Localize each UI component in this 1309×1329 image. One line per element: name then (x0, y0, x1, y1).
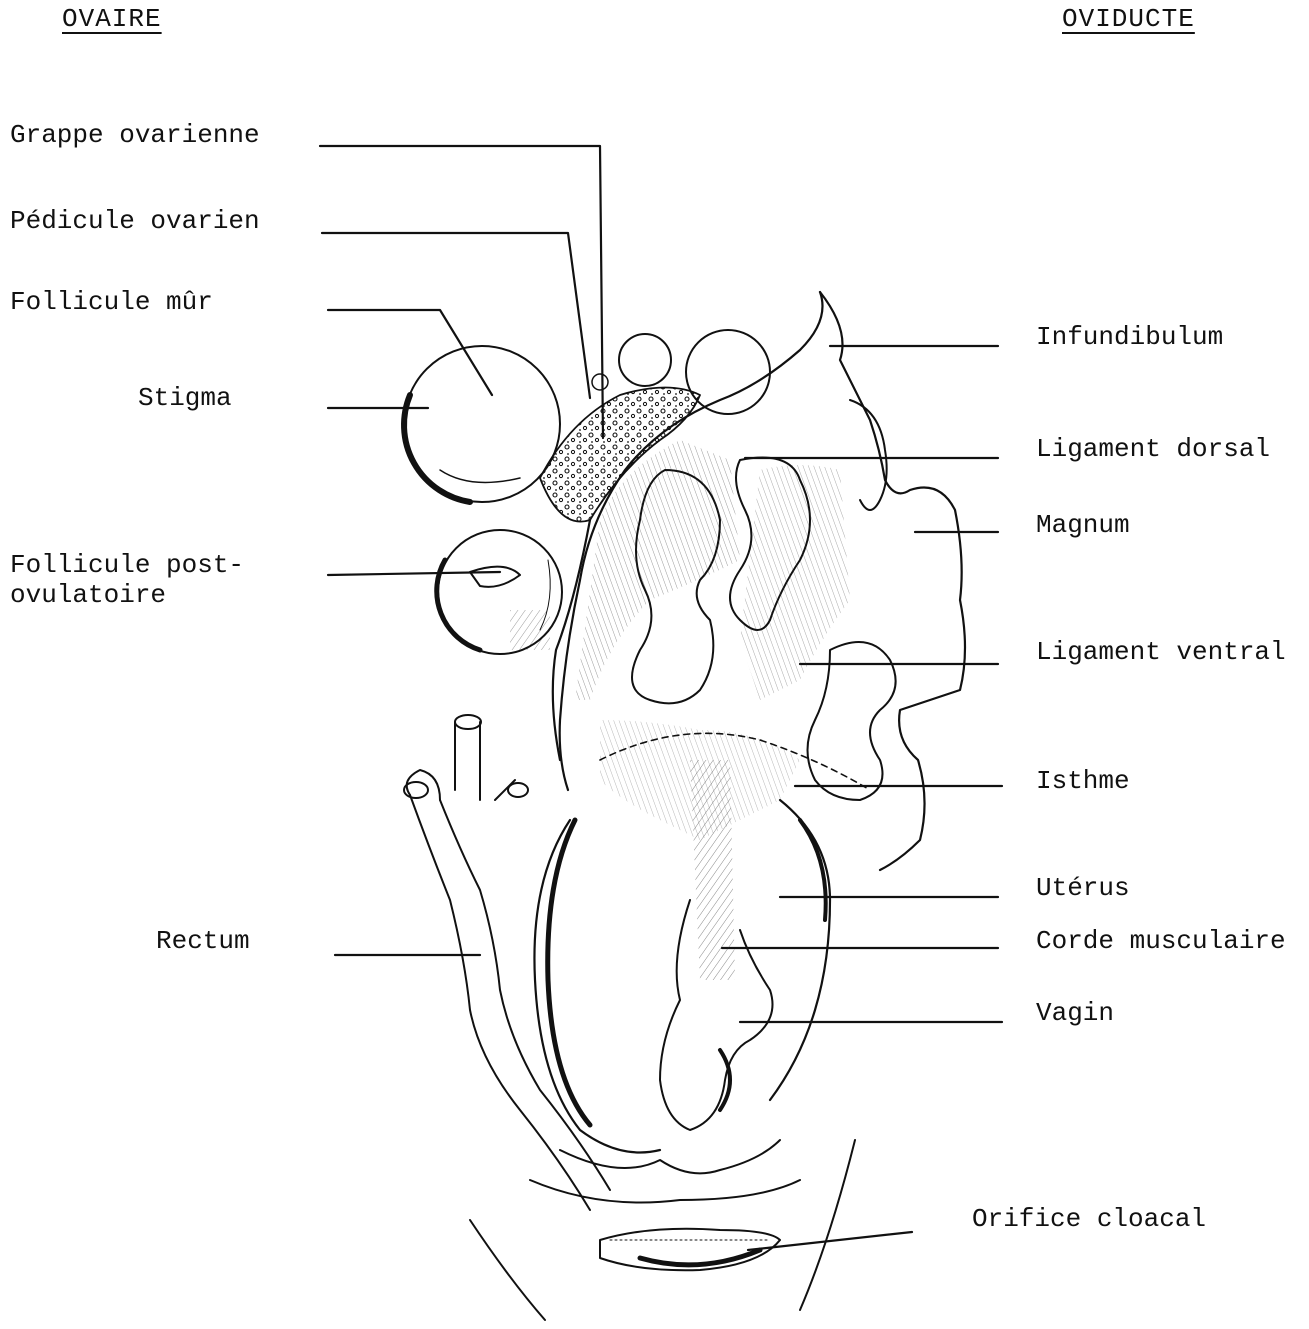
leader-grappe-ovarienne (320, 146, 603, 438)
leader-pedicule-ovarien (322, 233, 590, 398)
follicule-post-ovulatoire-shape (437, 530, 562, 654)
ligament-hatching (575, 440, 850, 980)
rectum-shape (404, 715, 610, 1210)
leader-follicule-mur (328, 310, 492, 395)
cloaca-shape (470, 1140, 855, 1320)
follicule-mur-shape (404, 346, 560, 502)
uterus-shape (534, 800, 830, 1153)
leader-follicule-post (328, 572, 500, 575)
